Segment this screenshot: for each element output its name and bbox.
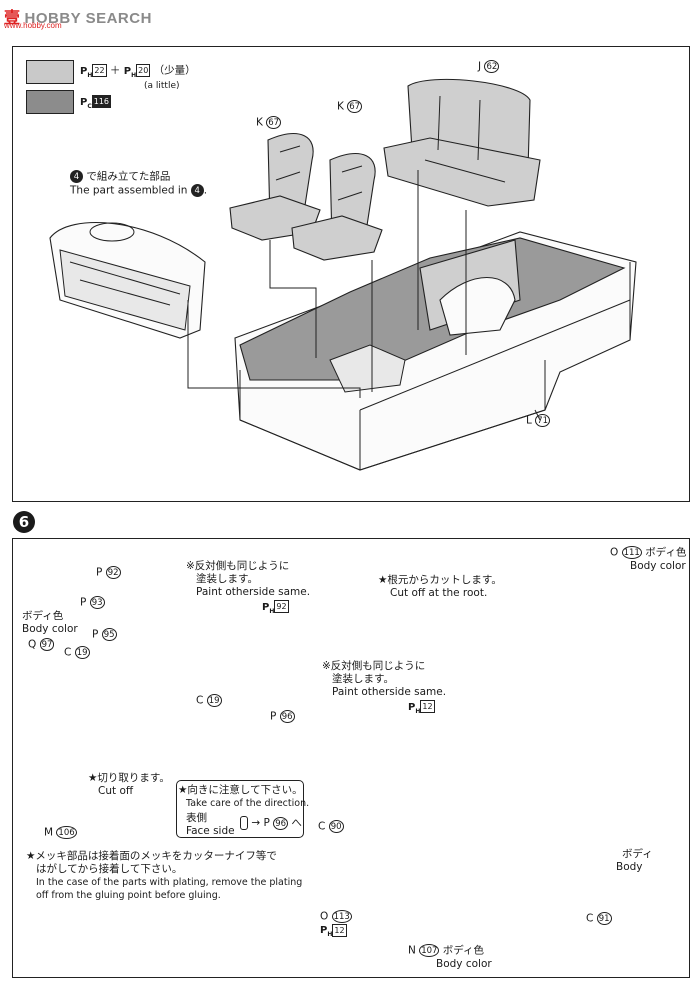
direction-note: ★向きに注意して下さい。 Take care of the direction.	[178, 784, 310, 809]
part-label-p95: P 95	[92, 628, 117, 641]
paint-marker-b: PH	[123, 65, 137, 79]
dashboard-drawing	[49, 222, 206, 339]
cabin-floor-drawing	[234, 231, 637, 471]
front-seat-right-drawing	[291, 153, 383, 261]
part-label-p96: P 96	[270, 710, 295, 723]
part-label-j62: J 62	[478, 60, 500, 73]
part-label-l71: L 71	[526, 414, 551, 427]
watermark-brand: HOBBY SEARCH	[24, 10, 152, 27]
part-label-n107: N 107 ボディ色 Body color	[408, 944, 492, 970]
cutoff-note: ★切り取ります。 Cut off	[88, 772, 170, 797]
body-color-label-top: O 111 ボディ色 Body color	[610, 546, 687, 572]
top-leader-lines	[187, 170, 541, 421]
part-label-k67-right: K 67	[337, 100, 363, 113]
watermark-sub: www.hobby.com	[4, 21, 62, 30]
part-label-q97: Q 97	[28, 638, 55, 651]
body-color-label-left: ボディ色 Body color	[22, 610, 78, 635]
part-label-p93: P 93	[80, 596, 105, 609]
part-label-k67-left: K 67	[256, 116, 282, 129]
direction-box	[176, 780, 304, 838]
face-side-note: 表側 Face side	[186, 812, 235, 837]
paint-marker-a: PH	[80, 65, 93, 79]
root-cut-note: ★根元からカットします。 Cut off at the root.	[378, 574, 502, 599]
otherside-note-1: ※反対側も同じように 塗装します。 Paint otherside same.	[186, 560, 311, 598]
step6-panel	[12, 538, 690, 978]
assembled-note-jp: 4 で組み立てた部品	[70, 170, 170, 184]
assembled-note-en: The part assembled in 4.	[70, 184, 208, 197]
part-label-p92: P 92	[96, 566, 121, 579]
face-side-icon	[240, 816, 248, 830]
plating-note: ★メッキ部品は接着面のメッキをカッターナイフ等で はがしてから接着して下さい。 …	[26, 850, 303, 901]
part-label-c19-right: C 19	[196, 694, 222, 707]
face-side-arrow: → P 96 へ	[240, 816, 302, 830]
otherside-note-2: ※反対側も同じように 塗装します。 Paint otherside same.	[322, 660, 447, 698]
body-label: ボディ Body	[616, 848, 653, 873]
part-label-m106: M 106	[44, 826, 77, 839]
part-label-c91: C 91	[586, 912, 612, 925]
part-label-c19-left: C 19	[64, 646, 90, 659]
legend-light-en: (a little)	[144, 81, 180, 91]
legend-light-swatch	[26, 60, 74, 84]
part-label-c90: C 90	[318, 820, 344, 833]
watermark-logo: 壹	[4, 10, 21, 27]
legend-dark-swatch	[26, 90, 74, 114]
rear-bench-seat-drawing	[383, 78, 541, 207]
step-6-badge: 6	[13, 511, 35, 533]
